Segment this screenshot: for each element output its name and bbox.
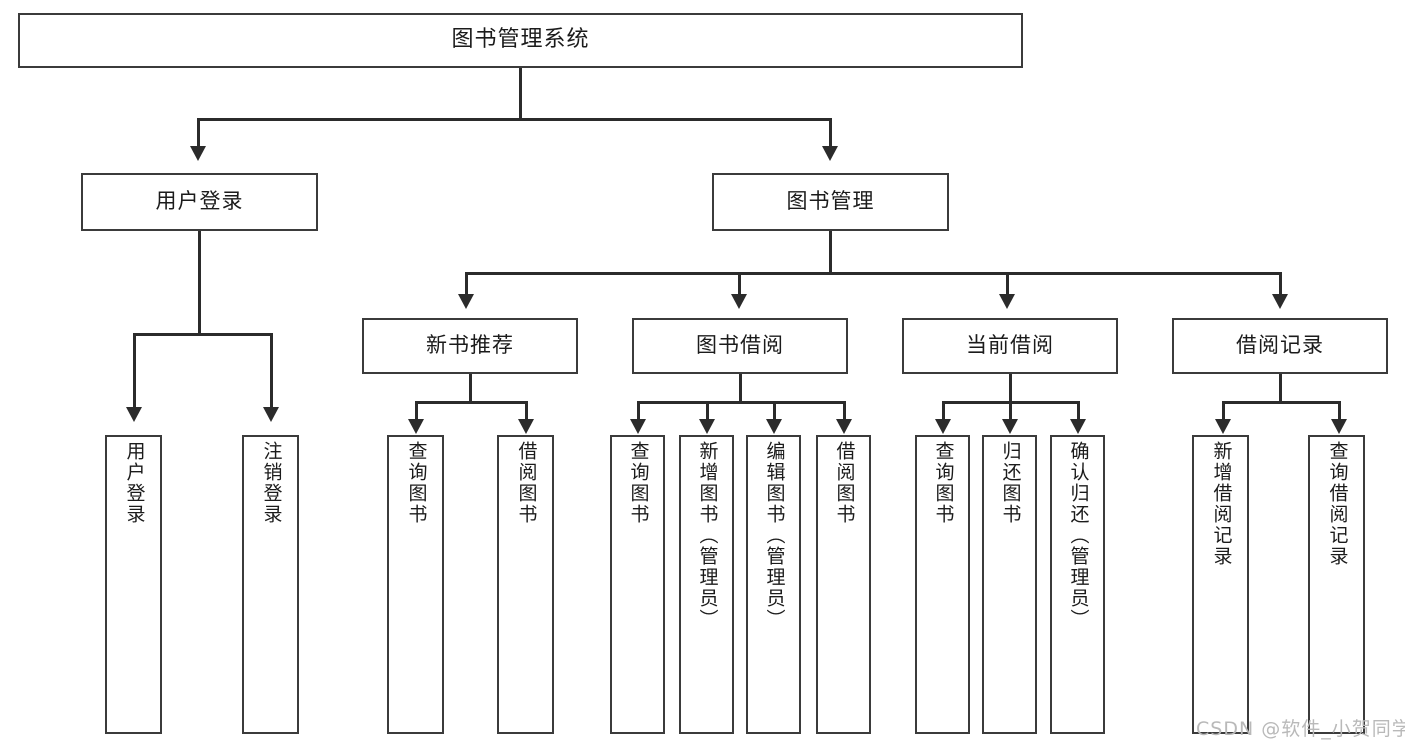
edge-root-to-book-management <box>829 118 832 148</box>
node-borrow-record[interactable]: 借阅记录 <box>1172 318 1388 374</box>
node-label: 注销登录 <box>260 441 283 525</box>
arrow-bb-to-leaf-0 <box>630 419 646 434</box>
node-label: 查询借阅记录 <box>1326 441 1349 567</box>
edge-bb-to-leaf-2 <box>773 401 776 421</box>
leaf-cb-confirm-return-admin[interactable]: 确认归还（管理员） <box>1050 435 1105 734</box>
edge-bm-to-new-book <box>465 272 468 296</box>
leaf-nbr-borrow-book[interactable]: 借阅图书 <box>497 435 554 734</box>
node-user-login[interactable]: 用户登录 <box>81 173 318 231</box>
edge-cb-to-leaf-2 <box>1077 401 1080 421</box>
edge-br-to-leaf-1 <box>1338 401 1341 421</box>
leaf-user-login-login[interactable]: 用户登录 <box>105 435 162 734</box>
node-label: 编辑图书（管理员） <box>763 441 786 630</box>
node-label: 新增借阅记录 <box>1210 441 1233 567</box>
leaf-br-query-record[interactable]: 查询借阅记录 <box>1308 435 1365 734</box>
edge-user-login-to-leaf-0 <box>133 333 136 409</box>
arrow-root-to-user-login <box>190 146 206 161</box>
node-label: 图书管理 <box>786 189 875 214</box>
edge-user-login-to-leaf-1 <box>270 333 273 409</box>
edge-br-to-leaf-0 <box>1222 401 1225 421</box>
arrow-bb-to-leaf-3 <box>836 419 852 434</box>
node-book-management[interactable]: 图书管理 <box>712 173 949 231</box>
edge-bm-to-current-borrow <box>1006 272 1009 296</box>
edge-cb-stem <box>1009 374 1012 403</box>
edge-bb-bar <box>637 401 845 404</box>
edge-nbr-stem <box>469 374 472 403</box>
edge-nbr-to-leaf-0 <box>415 401 418 421</box>
arrow-bm-to-book-borrow <box>731 294 747 309</box>
arrow-br-to-leaf-0 <box>1215 419 1231 434</box>
node-label: 确认归还（管理员） <box>1067 441 1090 630</box>
edge-bb-stem <box>739 374 742 403</box>
leaf-bb-borrow-book[interactable]: 借阅图书 <box>816 435 871 734</box>
leaf-cb-return-book[interactable]: 归还图书 <box>982 435 1037 734</box>
leaf-br-add-record[interactable]: 新增借阅记录 <box>1192 435 1249 734</box>
node-label: 借阅图书 <box>515 441 538 525</box>
node-label: 当前借阅 <box>966 333 1054 358</box>
edge-user-login-stem <box>198 231 201 335</box>
node-current-borrow[interactable]: 当前借阅 <box>902 318 1118 374</box>
arrow-cb-to-leaf-2 <box>1070 419 1086 434</box>
arrow-bm-to-current-borrow <box>999 294 1015 309</box>
arrow-nbr-to-leaf-1 <box>518 419 534 434</box>
leaf-nbr-query-book[interactable]: 查询图书 <box>387 435 444 734</box>
node-label: 图书借阅 <box>696 333 784 358</box>
arrow-user-login-to-leaf-1 <box>263 407 279 422</box>
node-label: 借阅记录 <box>1236 333 1324 358</box>
arrow-cb-to-leaf-1 <box>1002 419 1018 434</box>
edge-br-bar <box>1222 401 1340 404</box>
edge-cb-to-leaf-0 <box>942 401 945 421</box>
arrow-cb-to-leaf-0 <box>935 419 951 434</box>
node-book-borrow[interactable]: 图书借阅 <box>632 318 848 374</box>
edge-br-stem <box>1279 374 1282 403</box>
edge-book-management-bar <box>465 272 1281 275</box>
edge-cb-to-leaf-1 <box>1009 401 1012 421</box>
edge-book-management-stem <box>829 231 832 274</box>
edge-root-stem <box>519 68 522 118</box>
leaf-cb-query-book[interactable]: 查询图书 <box>915 435 970 734</box>
leaf-bb-add-book-admin[interactable]: 新增图书（管理员） <box>679 435 734 734</box>
edge-root-bar <box>197 118 831 121</box>
edge-bm-to-borrow-record <box>1279 272 1282 296</box>
edge-nbr-bar <box>415 401 527 404</box>
arrow-bm-to-borrow-record <box>1272 294 1288 309</box>
node-label: 用户登录 <box>155 189 244 214</box>
node-label: 图书管理系统 <box>451 27 590 53</box>
edge-user-login-bar <box>133 333 272 336</box>
edge-bb-to-leaf-0 <box>637 401 640 421</box>
leaf-bb-edit-book-admin[interactable]: 编辑图书（管理员） <box>746 435 801 734</box>
edge-bb-to-leaf-3 <box>843 401 846 421</box>
node-label: 查询图书 <box>932 441 955 525</box>
arrow-nbr-to-leaf-0 <box>408 419 424 434</box>
arrow-bb-to-leaf-2 <box>766 419 782 434</box>
arrow-root-to-book-management <box>822 146 838 161</box>
node-root-book-management-system[interactable]: 图书管理系统 <box>18 13 1023 68</box>
arrow-br-to-leaf-1 <box>1331 419 1347 434</box>
node-label: 新增图书（管理员） <box>696 441 719 630</box>
arrow-bb-to-leaf-1 <box>699 419 715 434</box>
arrow-user-login-to-leaf-0 <box>126 407 142 422</box>
node-new-book-recommend[interactable]: 新书推荐 <box>362 318 578 374</box>
leaf-bb-query-book[interactable]: 查询图书 <box>610 435 665 734</box>
edge-root-to-user-login <box>197 118 200 148</box>
edge-nbr-to-leaf-1 <box>525 401 528 421</box>
node-label: 查询图书 <box>627 441 650 525</box>
node-label: 查询图书 <box>405 441 428 525</box>
edge-bb-to-leaf-1 <box>706 401 709 421</box>
node-label: 归还图书 <box>999 441 1022 525</box>
node-label: 用户登录 <box>123 441 146 525</box>
edge-bm-to-book-borrow <box>738 272 741 296</box>
leaf-user-login-logout[interactable]: 注销登录 <box>242 435 299 734</box>
node-label: 新书推荐 <box>426 333 514 358</box>
arrow-bm-to-new-book <box>458 294 474 309</box>
node-label: 借阅图书 <box>833 441 856 525</box>
